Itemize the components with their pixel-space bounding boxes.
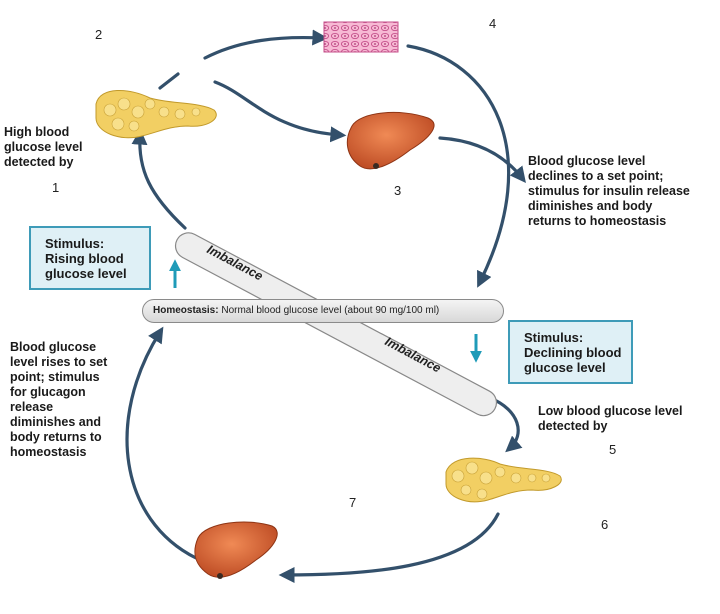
arrow-pancreas-to-lower-liver	[278, 512, 500, 583]
step-number-2: 2	[95, 27, 103, 42]
rises-label: Blood glucose level rises to set point; …	[10, 340, 108, 459]
stimulus-declining-box: Stimulus: Declining blood glucose level	[508, 320, 633, 384]
step-number-7: 7	[349, 495, 357, 510]
lower-liver-icon	[194, 521, 278, 579]
stimulus-declining-line-3: glucose level	[524, 360, 606, 375]
liver-icon	[346, 111, 435, 170]
arrow-pancreas-to-liver	[213, 80, 347, 143]
homeostasis-prefix: Homeostasis:	[153, 305, 219, 316]
step-number-5: 5	[609, 442, 617, 457]
arrow-pancreas-to-tissue-start	[158, 72, 180, 90]
arrow-liver-to-homeostasis	[438, 136, 526, 184]
stimulus-declining-line-2: Declining blood	[524, 345, 622, 360]
stimulus-rising-line-3: glucose level	[45, 266, 127, 281]
step-number-4: 4	[489, 16, 497, 31]
stimulus-declining-line-1: Stimulus:	[524, 330, 584, 345]
body-cells-icon	[323, 21, 399, 53]
low-glucose-label: Low blood glucose level detected by	[538, 404, 683, 433]
step-number-6: 6	[601, 517, 609, 532]
high-glucose-label: High blood glucose level detected by	[4, 125, 83, 169]
arrow-to-tissue	[203, 29, 329, 60]
arrow-stimulus-to-pancreas	[131, 128, 187, 230]
step-number-3: 3	[394, 183, 402, 198]
pancreas-icon	[95, 89, 217, 139]
declines-label: Blood glucose level declines to a set po…	[528, 154, 690, 228]
lower-pancreas-icon	[445, 457, 562, 503]
step-number-1: 1	[52, 180, 60, 195]
arrow-tissue-to-homeostasis	[406, 44, 511, 288]
homeostasis-bar: Homeostasis: Normal blood glucose level …	[142, 299, 504, 323]
stimulus-rising-line-1: Stimulus:	[45, 236, 105, 251]
arrow-liver-to-homeostasis-bottom	[125, 326, 198, 560]
stimulus-rising-line-2: Rising blood	[45, 251, 124, 266]
homeostasis-text: Normal blood glucose level (about 90 mg/…	[221, 305, 440, 316]
arrow-to-lower-pancreas	[488, 396, 523, 453]
stimulus-rising-box: Stimulus: Rising blood glucose level	[29, 226, 151, 290]
